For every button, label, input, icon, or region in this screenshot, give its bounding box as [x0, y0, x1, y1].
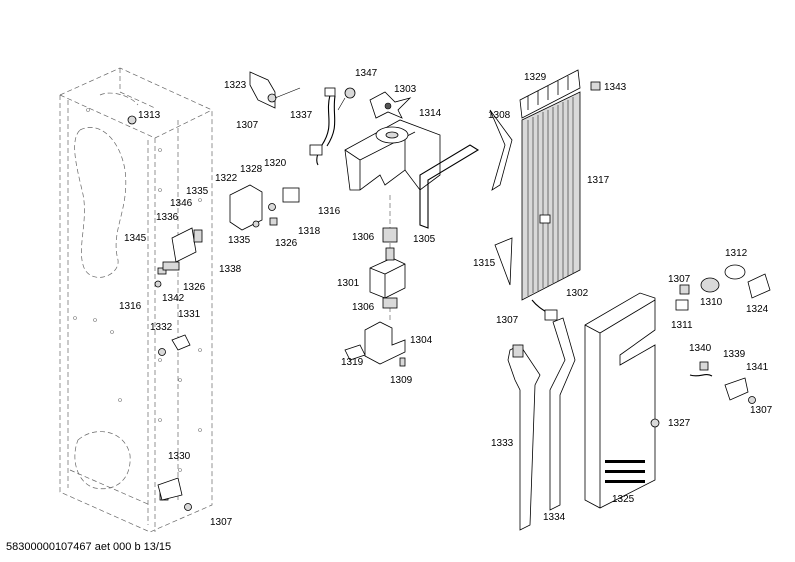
part-label-1345: 1345 — [124, 233, 147, 244]
part-label-1342: 1342 — [162, 293, 185, 304]
part-label-1304: 1304 — [410, 335, 433, 346]
part-label-1306: 1306 — [352, 302, 375, 313]
part-label-1326: 1326 — [183, 282, 206, 293]
part-label-1309: 1309 — [390, 375, 413, 386]
part-label-1305: 1305 — [413, 234, 436, 245]
part-label-1314: 1314 — [419, 108, 442, 119]
part-label-1315: 1315 — [473, 258, 496, 269]
part-label-1326: 1326 — [275, 238, 298, 249]
part-label-1346: 1346 — [170, 198, 193, 209]
part-label-1329: 1329 — [524, 72, 547, 83]
cabinet-outline — [59, 67, 213, 533]
part-label-1335: 1335 — [228, 235, 251, 246]
part-label-1337: 1337 — [290, 110, 313, 121]
part-label-1347: 1347 — [355, 68, 378, 79]
part-motor-1301 — [344, 195, 406, 367]
part-label-1324: 1324 — [746, 304, 769, 315]
drawing-number: 58300000107467 aet 000 b 13/15 — [6, 541, 172, 553]
part-label-1318: 1318 — [298, 226, 321, 237]
part-label-1340: 1340 — [689, 343, 712, 354]
part-label-1331: 1331 — [178, 309, 201, 320]
part-labels: 1323 1307 1347 1337 1303 1314 1313 132213281320… — [119, 68, 773, 528]
part-label-1307: 1307 — [750, 405, 773, 416]
part-label-1323: 1323 — [224, 80, 247, 91]
part-label-1338: 1338 — [219, 264, 242, 275]
part-lamp-1310 — [675, 264, 771, 311]
part-label-1332: 1332 — [150, 322, 173, 333]
part-strip-1334 — [549, 317, 576, 511]
part-label-1319: 1319 — [341, 357, 364, 368]
part-label-1341: 1341 — [746, 362, 769, 373]
part-label-1310: 1310 — [700, 297, 723, 308]
part-label-1301: 1301 — [337, 278, 360, 289]
part-label-1317: 1317 — [587, 175, 610, 186]
part-label-1335: 1335 — [186, 186, 209, 197]
part-label-1313: 1313 — [138, 110, 161, 121]
part-label-1328: 1328 — [240, 164, 263, 175]
part-label-1307: 1307 — [668, 274, 691, 285]
part-label-1327: 1327 — [668, 418, 691, 429]
part-bracket-1323 — [249, 71, 301, 109]
part-bracket-1330 — [157, 477, 192, 511]
part-evaporator-1317 — [494, 69, 601, 321]
part-label-1302: 1302 — [566, 288, 589, 299]
part-label-1322: 1322 — [215, 173, 238, 184]
part-strip-1333 — [507, 344, 541, 531]
part-cover-1325 — [584, 292, 660, 509]
part-label-1343: 1343 — [604, 82, 627, 93]
part-fan-housing-1314 — [344, 91, 441, 191]
part-label-1330: 1330 — [168, 451, 191, 462]
part-drain-1305 — [419, 109, 513, 229]
part-plate-1346 — [154, 227, 203, 356]
part-label-1307: 1307 — [210, 517, 233, 528]
part-label-1339: 1339 — [723, 349, 746, 360]
part-label-1333: 1333 — [491, 438, 514, 449]
part-label-1334: 1334 — [543, 512, 566, 523]
part-label-1307: 1307 — [236, 120, 259, 131]
part-wiring-1337 — [309, 87, 356, 166]
part-label-1311: 1311 — [671, 320, 693, 331]
part-bracket-1322 — [229, 184, 300, 231]
part-label-1316: 1316 — [318, 206, 341, 217]
part-label-1312: 1312 — [725, 248, 748, 259]
part-label-1336: 1336 — [156, 212, 179, 223]
part-label-1320: 1320 — [264, 158, 287, 169]
part-label-1303: 1303 — [394, 84, 417, 95]
part-label-1306: 1306 — [352, 232, 375, 243]
part-label-1316: 1316 — [119, 301, 142, 312]
part-label-1307: 1307 — [496, 315, 519, 326]
part-label-1325: 1325 — [612, 494, 635, 505]
part-switch-1341 — [689, 361, 756, 404]
part-label-1308: 1308 — [488, 110, 511, 121]
